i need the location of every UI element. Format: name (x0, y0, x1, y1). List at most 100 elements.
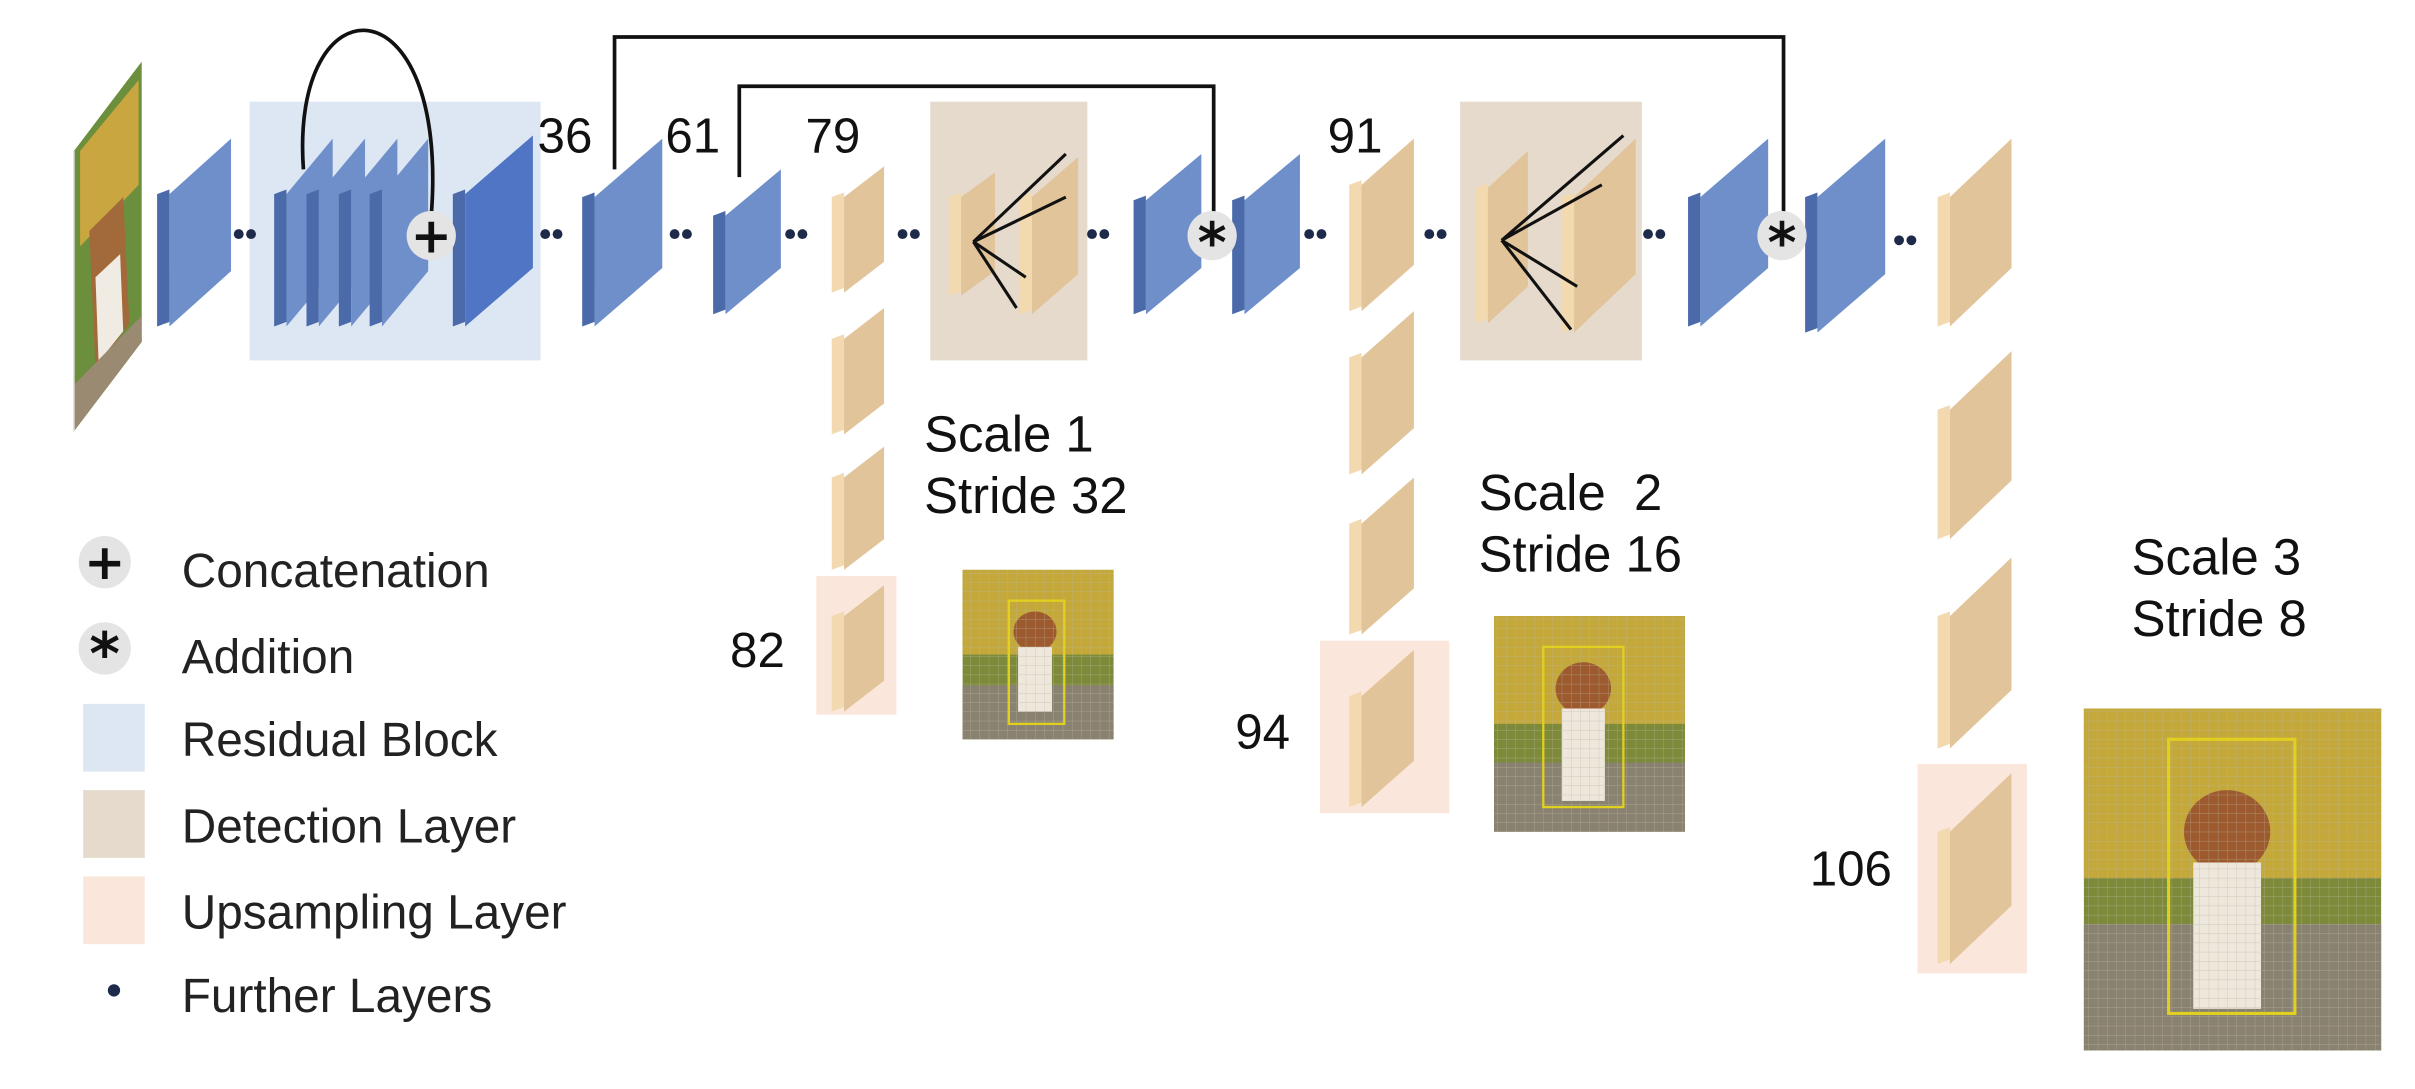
conv-layer (1688, 138, 1769, 327)
further-layer-dot (669, 229, 680, 240)
layers (157, 135, 2012, 965)
scale-2-name: Scale 2 (1478, 463, 1663, 521)
legend-item-addition: * Addition (77, 618, 724, 695)
further-layer-dot (1643, 229, 1653, 240)
conv-layer-61 (713, 169, 781, 315)
further-layer-dot (233, 229, 244, 240)
layer-number-79: 79 (805, 107, 861, 164)
legend-item-residual-block: Residual Block (77, 701, 724, 778)
detection-conv-layer (948, 172, 995, 296)
legend-item-upsampling-layer: Upsampling Layer (77, 873, 724, 950)
svg-text:+: + (411, 207, 452, 265)
legend-label: Addition (181, 629, 355, 684)
detection-fan-line (1500, 134, 1625, 242)
legend-label: Upsampling Layer (181, 885, 567, 940)
concatenation-symbol: + (406, 207, 456, 265)
output-image-scale-1 (951, 557, 1125, 746)
scale-2-stride: Stride 16 (1478, 524, 1683, 582)
scale-1-stride: Stride 32 (924, 466, 1128, 524)
further-layer-dot (540, 229, 551, 240)
dot-icon (107, 984, 121, 997)
further-layer-dot (785, 229, 796, 240)
conv-layer (1805, 138, 1886, 333)
detection-branch-layer-91 (1349, 138, 1414, 312)
skip-connection-36 (612, 35, 1786, 216)
detection-fan-line (1500, 238, 1578, 288)
detection-layer-swatch (83, 790, 145, 858)
layer-number-91: 91 (1327, 107, 1383, 164)
output-image-scale-3 (2026, 696, 2391, 1066)
detection-branch-layer-79 (831, 166, 885, 293)
further-layers-dots (233, 229, 1917, 246)
layer-number-61: 61 (665, 107, 721, 164)
conv-layer (1232, 154, 1300, 315)
layer-number-36: 36 (537, 107, 593, 164)
detection-branch-layer (1349, 477, 1414, 635)
input-image (73, 61, 142, 432)
further-layer-dot (1099, 229, 1110, 240)
legend-item-concatenation: + Concatenation (77, 531, 724, 608)
detection-fan-line (1500, 239, 1573, 331)
scale-label-3: Scale 3 Stride 8 (2132, 527, 2307, 649)
legend-item-detection-layer: Detection Layer (77, 787, 724, 864)
residual-layer (369, 138, 429, 327)
detection-branch-layer (831, 446, 885, 570)
detection-branch-layer (1349, 311, 1414, 475)
scale-1-name: Scale 1 (924, 405, 1094, 463)
upsampling-layer-swatch (83, 876, 145, 945)
residual-output-layer (452, 135, 533, 327)
detection-branch-layer (831, 308, 885, 435)
further-layer-dot (1906, 235, 1917, 246)
addition-symbol-1: * (1187, 211, 1237, 276)
detection-fan-line (972, 152, 1067, 243)
scale-3-stride: Stride 8 (2131, 589, 2307, 647)
conv-layer-36 (582, 138, 663, 327)
further-layer-dot (1655, 229, 1666, 240)
legend-item-further-layers: Further Layers (77, 956, 724, 1033)
addition-symbol-2: * (1757, 211, 1807, 276)
layer-number-94: 94 (1235, 703, 1291, 760)
svg-text:+: + (84, 533, 125, 591)
further-layer-dot (1304, 229, 1315, 240)
detection-conv-layer (1019, 157, 1079, 315)
svg-text:*: * (1768, 212, 1797, 276)
conv-layer (1133, 154, 1202, 315)
further-layer-dot (682, 229, 692, 240)
detection-fan-line (972, 195, 1067, 244)
detection-output-layer-106 (1937, 773, 2012, 965)
skip-connection-61 (737, 84, 1216, 216)
layer-number-106: 106 (1809, 840, 1892, 897)
output-image-scale-2 (1483, 605, 1699, 852)
further-layer-dot (897, 229, 908, 240)
detection-conv-layer (1561, 138, 1636, 333)
residual-block-swatch (83, 703, 145, 772)
further-layer-dot (1894, 235, 1904, 246)
conv-layer (157, 138, 232, 327)
scale-label-2: Scale 2 Stride 16 (1479, 462, 1682, 584)
detection-fan-line (1500, 183, 1603, 242)
detection-fan-line (972, 240, 1027, 279)
svg-text:*: * (1198, 212, 1227, 276)
further-layer-dot (1087, 229, 1097, 240)
detection-output-layer-94 (1349, 649, 1414, 808)
detection-fan-lines (972, 134, 1625, 331)
residual-arc (300, 28, 435, 216)
svg-text:*: * (89, 621, 120, 680)
legend-label: Further Layers (181, 968, 493, 1023)
detection-output-layer-82 (831, 585, 885, 712)
further-layer-dot (1316, 229, 1327, 240)
asterisk-circle-icon: * (78, 621, 131, 680)
further-layer-dot (1424, 229, 1435, 240)
detection-branch-layer (1937, 557, 2012, 749)
further-layer-dot (797, 229, 808, 240)
legend-label: Residual Block (181, 713, 498, 768)
scale-label-1: Scale 1 Stride 32 (924, 404, 1127, 526)
legend-label: Detection Layer (181, 799, 517, 854)
layer-number-82: 82 (730, 622, 785, 678)
detection-fan-line (972, 240, 1018, 309)
further-layer-dot (246, 229, 256, 240)
plus-circle-icon: + (78, 533, 131, 591)
further-layer-dot (1436, 229, 1447, 240)
